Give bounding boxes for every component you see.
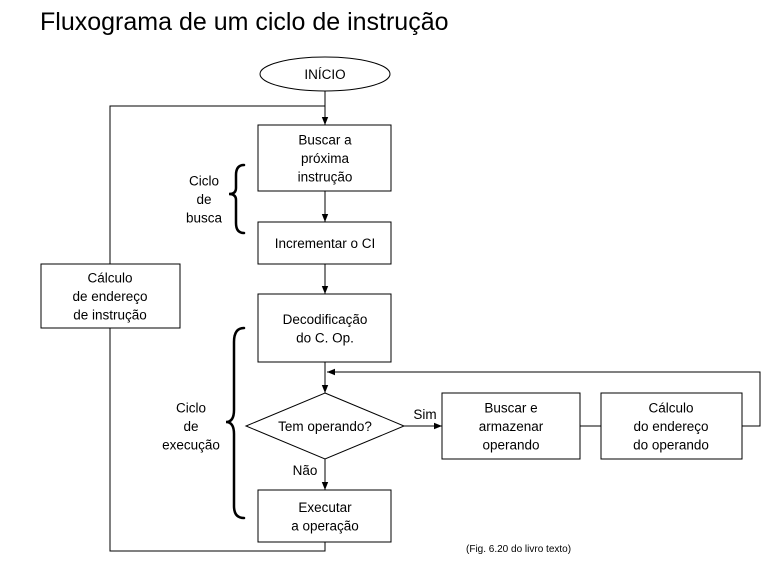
brace-ciclo-execucao	[225, 326, 246, 520]
label-line: operando	[482, 438, 539, 453]
node-label: Incrementar o CI	[275, 236, 376, 251]
edge-executar-to-calculo-instrucao	[109, 328, 326, 552]
process-box	[257, 293, 392, 363]
label-line: Buscar a	[298, 133, 352, 148]
node-label: Buscar a próxima instrução	[298, 133, 353, 185]
group-label-ciclo-execucao: Ciclo de execução	[162, 401, 220, 453]
decision-diamond	[244, 392, 406, 460]
node-label: Decodificação do C. Op.	[283, 312, 368, 346]
node-buscar-operando: Buscar e armazenar operando	[441, 392, 581, 460]
label-line: Tem operando?	[278, 419, 372, 434]
label-line: armazenar	[479, 419, 544, 434]
label-line: Decodificação	[283, 312, 368, 327]
node-label: Buscar e armazenar operando	[479, 401, 544, 453]
process-box	[441, 392, 581, 460]
node-incrementar-ci: Incrementar o CI	[257, 221, 392, 265]
label-line: Ciclo	[176, 401, 206, 416]
node-label: INÍCIO	[304, 67, 345, 82]
process-box	[257, 124, 392, 192]
node-decodificacao: Decodificação do C. Op.	[257, 293, 392, 363]
node-label: Executar a operação	[291, 500, 359, 534]
node-tem-operando: Tem operando?	[244, 392, 406, 460]
label-line: de	[183, 419, 198, 434]
label-line: de	[196, 192, 211, 207]
start-terminator	[259, 56, 391, 92]
label-line: execução	[162, 438, 220, 453]
process-box	[600, 392, 743, 460]
node-buscar-instrucao: Buscar a próxima instrução	[257, 124, 392, 192]
connectors	[109, 91, 761, 552]
brace-ciclo-busca	[228, 163, 246, 235]
label-line: do operando	[633, 438, 709, 453]
node-inicio: INÍCIO	[259, 56, 391, 92]
label-line: Buscar e	[484, 401, 537, 416]
label-line: próxima	[301, 151, 350, 166]
node-executar: Executar a operação	[257, 489, 392, 543]
node-label: Cálculo de endereço de instrução	[72, 271, 147, 323]
label-line: Cálculo	[648, 401, 693, 416]
label-line: INÍCIO	[304, 67, 345, 82]
label-line: de endereço	[72, 289, 147, 304]
edge-label-sim: Sim	[413, 407, 436, 422]
edge-loop-back-instrucao	[109, 105, 325, 264]
edge-label-nao: Não	[293, 463, 318, 478]
process-box	[257, 221, 392, 265]
label-line: do C. Op.	[296, 330, 354, 345]
label-line: instrução	[298, 170, 353, 185]
diagram-title: Fluxograma de um ciclo de instrução	[40, 8, 449, 36]
label-line: busca	[186, 211, 223, 226]
node-label: Tem operando?	[278, 419, 372, 434]
figure-caption: (Fig. 6.20 do livro texto)	[466, 544, 571, 555]
process-box	[257, 489, 392, 543]
node-label: Cálculo do endereço do operando	[633, 401, 709, 453]
label-line: de instrução	[73, 308, 147, 323]
node-calculo-endereco-instrucao: Cálculo de endereço de instrução	[40, 263, 181, 329]
edge-loop-back-operando	[327, 368, 761, 427]
label-line: Incrementar o CI	[275, 236, 376, 251]
node-calculo-endereco-operando: Cálculo do endereço do operando	[600, 392, 743, 460]
label-line: Executar	[298, 500, 352, 515]
label-line: Ciclo	[189, 174, 219, 189]
process-box	[40, 263, 181, 329]
group-label-ciclo-busca: Ciclo de busca	[186, 174, 223, 226]
label-line: do endereço	[633, 419, 708, 434]
label-line: a operação	[291, 518, 359, 533]
label-line: Cálculo	[87, 271, 132, 286]
